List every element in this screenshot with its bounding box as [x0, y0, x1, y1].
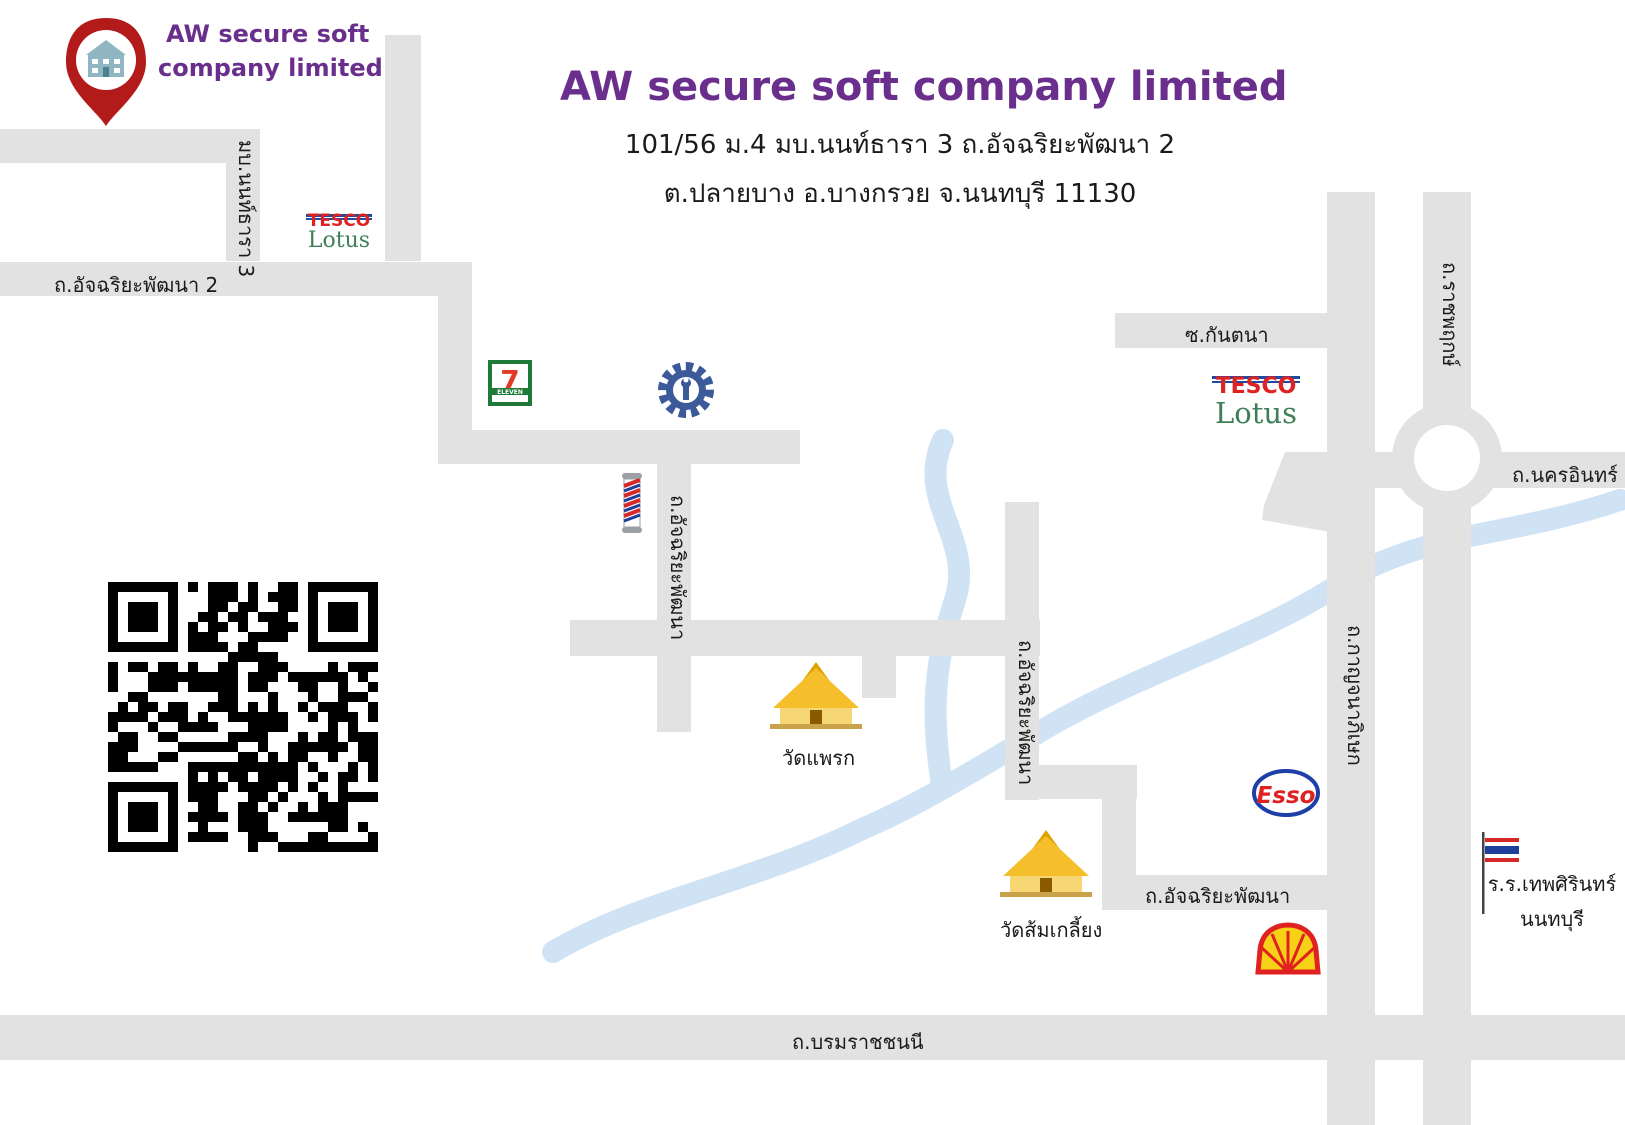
- street-label-kanchanaphisek: ถ.กาญจนาภิเษก: [1343, 625, 1367, 766]
- seven-eleven-logo: 7 ELEVEN: [488, 360, 532, 406]
- barber-pole-icon: [622, 473, 642, 533]
- esso-logo: Esso: [1252, 769, 1320, 817]
- street-label-nontara-3: มบ.นนท์ธารา 3: [234, 140, 258, 278]
- building-icon: [86, 40, 126, 77]
- lotus-text: Lotus: [308, 228, 370, 253]
- tesco-text: TESCO: [308, 211, 370, 231]
- thai-flag-icon: [1482, 832, 1519, 914]
- page-title: AW secure soft company limited: [560, 64, 1288, 110]
- roundabout-center: [1414, 425, 1480, 491]
- lotus-text: Lotus: [1215, 396, 1297, 430]
- address-line2: ต.ปลายบาง อ.บางกรวย จ.นนทบุรี 11130: [663, 179, 1137, 209]
- roads: [0, 35, 1625, 1125]
- address-line1: 101/56 ม.4 มบ.นนท์ธารา 3 ถ.อัจฉริยะพัฒนา…: [624, 130, 1176, 160]
- temple-icon: [1000, 830, 1092, 897]
- street-label-ratchaphruek: ถ.ราชพฤกษ์: [1438, 262, 1462, 367]
- street-label-borommaratchachonnani: ถ.บรมราชชนนี: [792, 1030, 924, 1054]
- street-label-achariya-b: ถ.อัจฉริยะพัฒนา: [1014, 640, 1038, 786]
- location-pin-icon: [66, 18, 146, 126]
- street-label-achariya-2: ถ.อัจฉริยะพัฒนา 2: [54, 273, 219, 297]
- street-label-nakhon-in: ถ.นครอินทร์: [1512, 463, 1618, 487]
- pin-label-line2: company limited: [158, 54, 383, 82]
- tesco-lotus-logo: TESCO Lotus: [1212, 374, 1300, 430]
- shell-logo: [1255, 922, 1321, 975]
- pin-label-line1: AW secure soft: [166, 20, 370, 48]
- seven-text: ELEVEN: [497, 389, 523, 396]
- river: [542, 429, 1625, 963]
- place-label-hospital-line2: นนทบุรี: [1520, 907, 1584, 931]
- tesco-lotus-logo: TESCO Lotus: [306, 211, 372, 253]
- street-label-achariya-c: ถ.อัจฉริยะพัฒนา: [1145, 884, 1291, 908]
- qr-code: [108, 582, 378, 852]
- gear-wrench-icon: [658, 362, 714, 418]
- place-label-wat-som-kliang: วัดส้มเกลี้ยง: [1000, 918, 1103, 942]
- tesco-text: TESCO: [1216, 374, 1297, 399]
- place-label-wat-phraek: วัดแพรก: [782, 746, 856, 770]
- street-label-kantana: ซ.กันตนา: [1185, 323, 1269, 347]
- street-label-achariya-a: ถ.อัจฉริยะพัฒนา: [666, 495, 690, 641]
- temple-icon: [770, 662, 862, 729]
- place-label-hospital-line1: ร.ร.เทพศิรินทร์: [1487, 872, 1617, 896]
- esso-text: Esso: [1257, 783, 1316, 809]
